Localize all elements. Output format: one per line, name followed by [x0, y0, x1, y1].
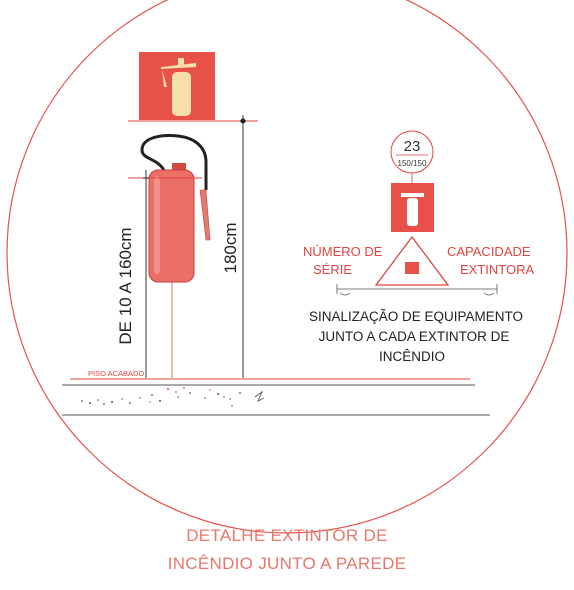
finished-floor-slab	[62, 378, 490, 416]
series-number: 23	[404, 138, 421, 155]
fire-extinguisher	[140, 134, 211, 283]
detail-caption-line2: INCÊNDIO JUNTO A PAREDE	[167, 554, 407, 573]
signage-note-line3: INCÊNDIO	[379, 349, 445, 364]
sign-height-label: 180cm	[221, 222, 240, 273]
signage-note-line1: SINALIZAÇÃO DE EQUIPAMENTO	[309, 309, 523, 324]
capacity-label-line1: CAPACIDADE	[447, 244, 531, 259]
series-fraction: 150/150	[398, 159, 427, 168]
extinguisher-height-label: DE 10 A 160cm	[116, 227, 135, 344]
triangle-floor-marker	[374, 235, 450, 286]
extinguisher-height-dimension	[143, 170, 149, 378]
wall-extinguisher-sign	[139, 52, 215, 120]
capacity-label-line2: EXTINTORA	[460, 262, 534, 277]
detail-circle	[6, 0, 568, 534]
sign-height-dimension	[240, 115, 246, 378]
detail-caption-line1: DETALHE EXTINTOR DE	[186, 526, 388, 545]
series-label-line1: NÚMERO DE	[303, 244, 383, 259]
series-label-line2: SÉRIE	[313, 262, 352, 277]
sign-width-dimension	[336, 284, 498, 296]
equipment-sign	[391, 183, 434, 232]
signage-note-line2: JUNTO A CADA EXTINTOR DE	[319, 329, 510, 344]
finished-floor-label: PISO ACABADO	[88, 369, 144, 378]
